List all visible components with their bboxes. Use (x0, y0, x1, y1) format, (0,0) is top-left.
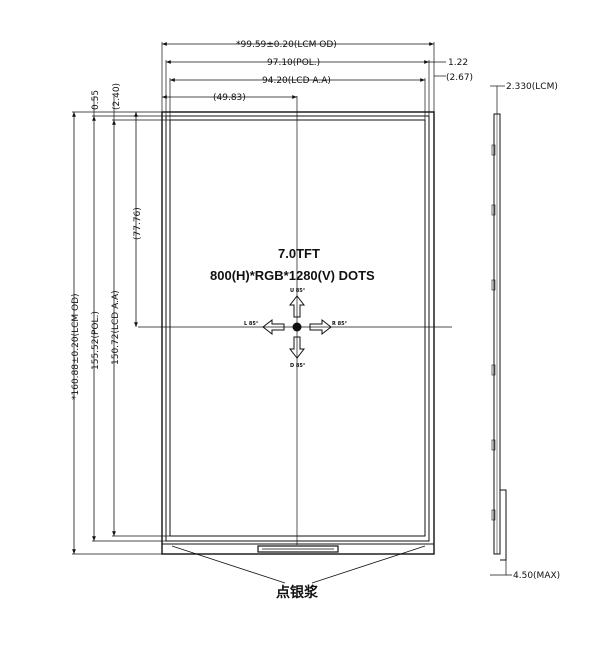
center-y-label: (77.76) (133, 207, 143, 240)
pol-outline (165, 115, 430, 542)
lcd-aa-height-label: 150.72(LCD A.A) (111, 290, 121, 365)
silver-paste-note: 点银浆 (276, 584, 319, 601)
right-offset-2-label: (2.67) (446, 73, 473, 83)
panel-title: 7.0TFT (278, 246, 320, 261)
connector-pad (257, 545, 339, 553)
aa-outline (169, 119, 426, 537)
angle-up-label: U 85° (290, 288, 306, 294)
center-dot-icon (292, 322, 302, 332)
pol-height-label: 155.52(POL.) (91, 311, 101, 370)
side-view-fpc (500, 489, 507, 561)
right-arrow-icon (309, 318, 332, 336)
angle-right-label: R 85° (332, 321, 348, 327)
left-arrow-icon (262, 318, 285, 336)
thickness-lcm-label: 2.330(LCM) (506, 82, 558, 92)
lcm-od-width-label: *99.59±0.20(LCM OD) (236, 40, 337, 50)
angle-down-label: D 85° (290, 363, 306, 369)
top-offset-1-label: 0.55 (91, 90, 101, 110)
thickness-max-label: 4.50(MAX) (513, 571, 560, 581)
pol-width-label: 97.10(POL.) (267, 58, 320, 68)
lcm-outline (161, 111, 435, 555)
center-x-label: (49.83) (213, 93, 246, 103)
lcm-od-height-label: *160.88±0.20(LCM OD) (71, 293, 81, 400)
right-offset-1-label: 1.22 (448, 58, 468, 68)
up-arrow-icon (288, 295, 306, 318)
angle-left-label: L 85° (244, 321, 259, 327)
panel-resolution: 800(H)*RGB*1280(V) DOTS (210, 268, 375, 283)
down-arrow-icon (288, 336, 306, 359)
top-offset-2-label: (2.40) (112, 83, 122, 110)
lcd-aa-width-label: 94.20(LCD A.A) (262, 76, 331, 86)
